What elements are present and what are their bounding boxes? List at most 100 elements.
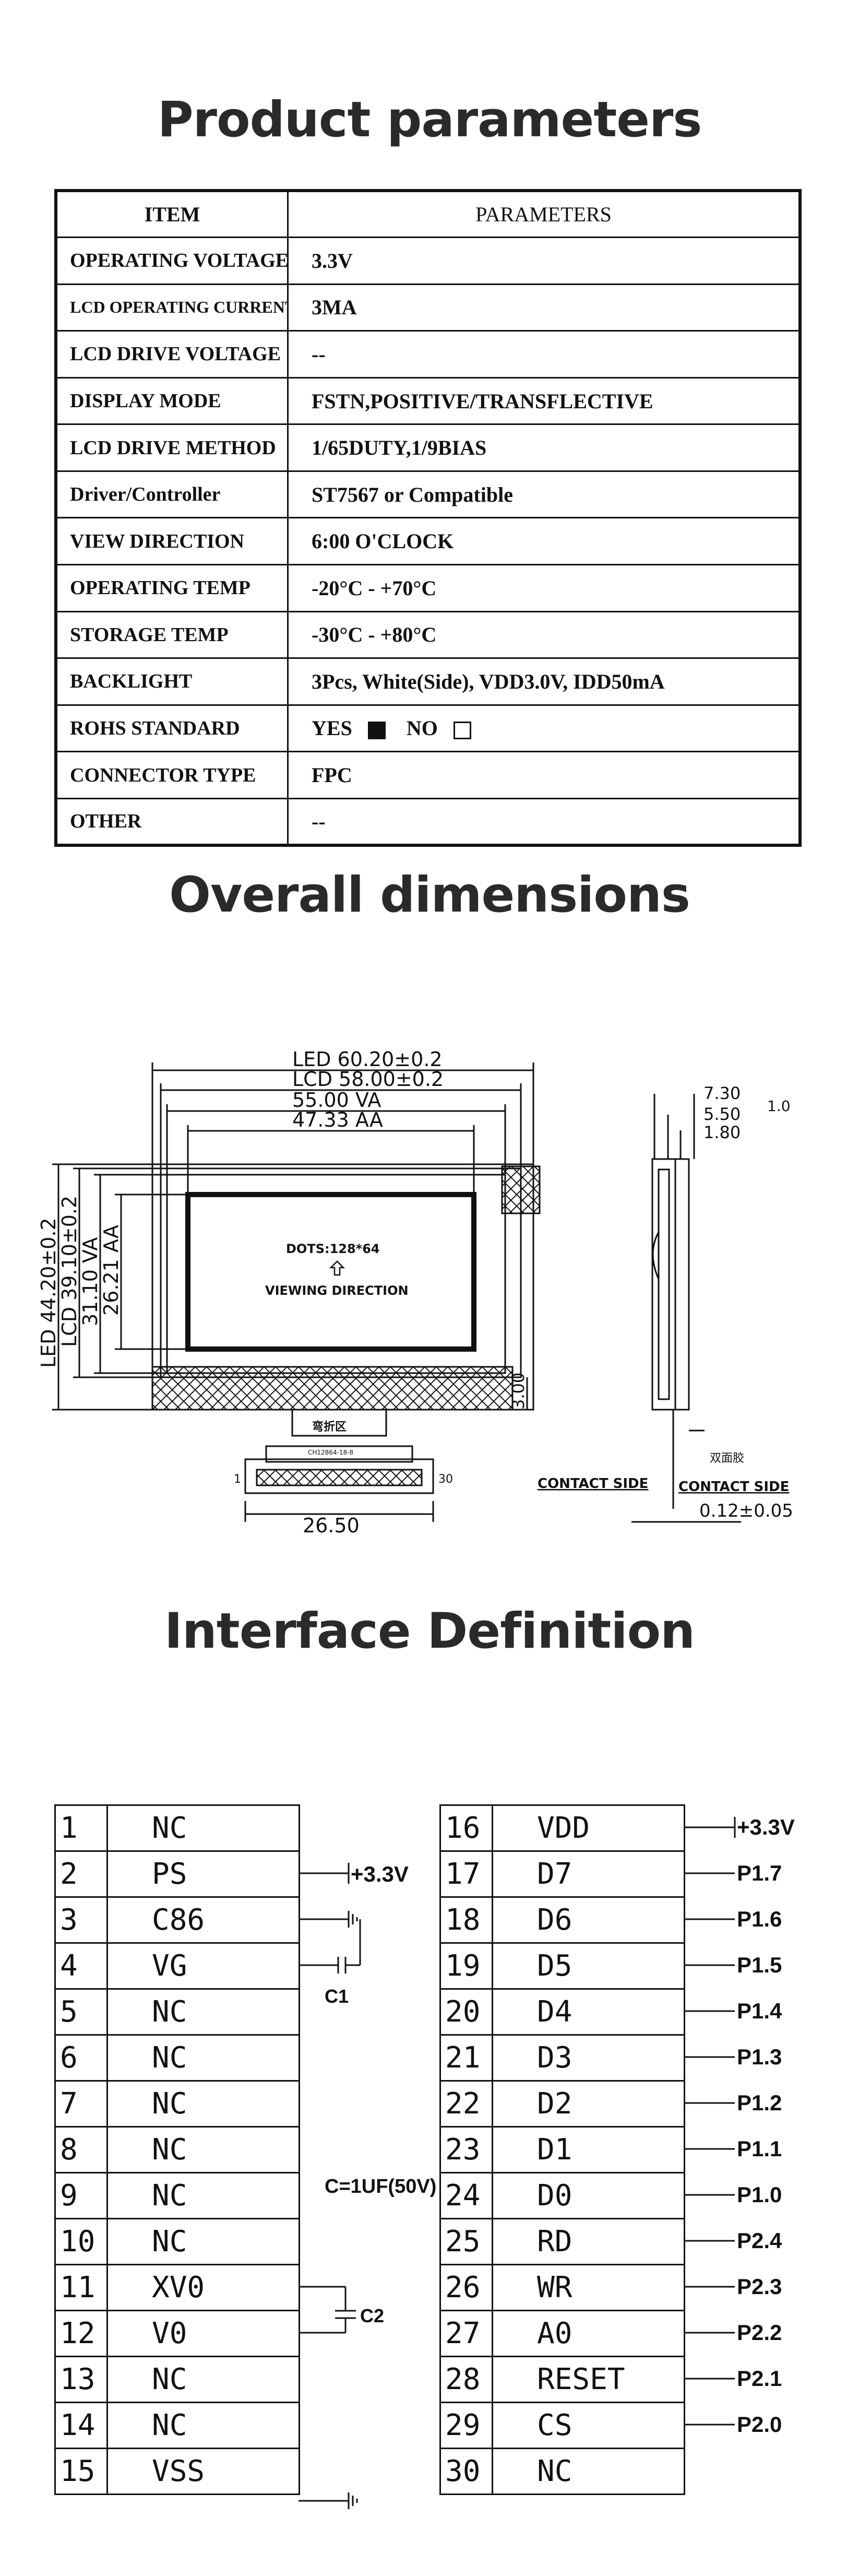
c2-label: C2 <box>360 2305 384 2326</box>
viewing-direction-label: VIEWING DIRECTION <box>265 1283 409 1298</box>
param-value: -20°C - +70°C <box>287 564 801 612</box>
pin-signal: D1 <box>492 2126 685 2173</box>
pin-number: 11 <box>54 2264 108 2311</box>
param-value: 1/65DUTY,1/9BIAS <box>287 423 801 472</box>
param-value: FSTN,POSITIVE/TRANSFLECTIVE <box>287 376 801 426</box>
pin-signal: D4 <box>492 1988 685 2036</box>
pin-number: 2 <box>54 1850 108 1898</box>
pin-signal: D2 <box>492 2080 685 2128</box>
cap-value-note: C=1UF(50V) <box>325 2176 436 2197</box>
fpc-fold <box>291 1410 387 1437</box>
param-item: LCD DRIVE METHOD <box>55 423 289 472</box>
active-area <box>185 1192 476 1352</box>
aa-height-label: 26.21 AA <box>100 1225 123 1316</box>
lcd-width-label: LCD 58.00±0.2 <box>292 1068 444 1091</box>
led-width-label: LED 60.20±0.2 <box>292 1048 443 1071</box>
pin-signal: NC <box>492 2448 685 2495</box>
pin-number: 22 <box>439 2080 493 2128</box>
param-item: OPERATING VOLTAGE <box>55 237 289 285</box>
param-value: 6:00 O'CLOCK <box>287 517 801 565</box>
pin-signal: A0 <box>492 2310 685 2357</box>
param-row: OTHER-- <box>55 797 801 846</box>
side-dim-3: 1.80 <box>703 1122 741 1142</box>
pin-number: 20 <box>439 1988 493 2036</box>
lcd-height-label: LCD 39.10±0.2 <box>58 1196 81 1347</box>
param-item: OTHER <box>55 797 289 846</box>
pin-first-label: 1 <box>234 1473 241 1486</box>
param-value: ST7567 or Compatible <box>287 470 801 519</box>
pin-signal: C86 <box>106 1896 300 1944</box>
hatched-tab <box>501 1165 541 1214</box>
pin-number: 16 <box>439 1804 493 1852</box>
pin-number: 4 <box>54 1942 108 1990</box>
param-item: STORAGE TEMP <box>55 610 289 659</box>
fpc-contacts <box>256 1469 423 1486</box>
param-value: 3.3V <box>287 237 801 285</box>
param-value: 3MA <box>287 283 801 332</box>
pin-signal: NC <box>106 2218 300 2265</box>
net-label: P1.7 <box>737 1861 782 1885</box>
pin-number: 29 <box>439 2402 493 2449</box>
overall-dimensions-heading: Overall dimensions <box>169 867 690 924</box>
pin-number: 15 <box>54 2448 108 2495</box>
pin-number: 14 <box>54 2402 108 2449</box>
rohs-no-label: NO <box>406 716 438 740</box>
rohs-yes-checkbox <box>367 722 386 740</box>
net-label: P1.1 <box>737 2136 782 2161</box>
parameters-header: PARAMETERS <box>287 190 801 239</box>
viewing-arrow-icon <box>329 1260 345 1276</box>
tape-label: 双面胶 <box>710 1452 744 1465</box>
va-height-label: 31.10 VA <box>79 1237 102 1326</box>
rohs-no-checkbox <box>453 722 471 740</box>
pin-signal: NC <box>106 2126 300 2173</box>
dimension-drawing: LED 60.20±0.2 LCD 58.00±0.2 55.00 VA 47.… <box>37 1048 793 1537</box>
pin-signal: NC <box>106 2172 300 2219</box>
net-label: P2.2 <box>737 2320 782 2345</box>
param-item: CONNECTOR TYPE <box>55 751 289 799</box>
aa-width-label: 47.33 AA <box>292 1108 383 1131</box>
net-label: P1.3 <box>737 2045 782 2069</box>
pin-number: 17 <box>439 1850 493 1898</box>
side-dim-1: 7.30 <box>703 1083 741 1103</box>
pin-signal: D0 <box>492 2172 685 2219</box>
pin-number: 21 <box>439 2034 493 2082</box>
param-row: LCD DRIVE VOLTAGE-- <box>55 330 801 379</box>
pin-signal: RESET <box>492 2356 685 2403</box>
param-row: OPERATING TEMP-20°C - +70°C <box>55 564 801 612</box>
pin-signal: RD <box>492 2218 685 2265</box>
pin-number: 7 <box>54 2080 108 2128</box>
pin-number: 1 <box>54 1804 108 1852</box>
item-header: ITEM <box>55 190 289 239</box>
param-value: -- <box>287 797 801 846</box>
param-value: -30°C - +80°C <box>287 610 801 659</box>
pin-number: 3 <box>54 1896 108 1944</box>
net-label: P2.4 <box>737 2228 782 2253</box>
net-label: P2.1 <box>737 2366 782 2391</box>
pin-signal: NC <box>106 2034 300 2082</box>
param-item: VIEW DIRECTION <box>55 517 289 565</box>
net-label: P2.0 <box>737 2412 782 2437</box>
side-view-body <box>651 1158 676 1411</box>
part-number-label: CH12864-18-8 <box>308 1449 353 1456</box>
net-label: P1.2 <box>737 2090 782 2115</box>
hatched-band <box>151 1366 514 1411</box>
